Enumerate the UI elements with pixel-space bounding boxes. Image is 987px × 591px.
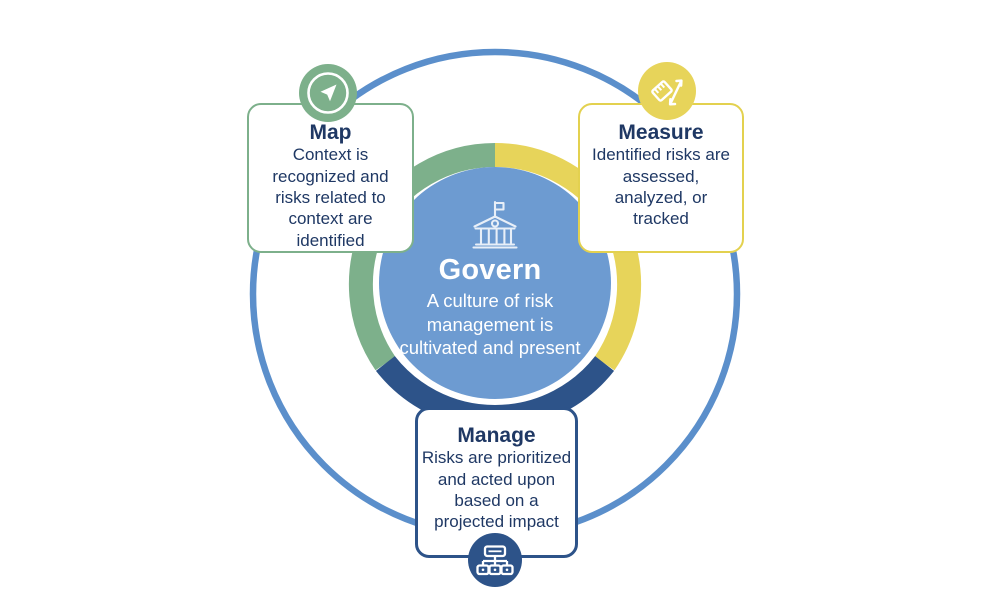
org-chart-hierarchy-icon[interactable] (468, 533, 522, 587)
navigation-compass-icon[interactable] (299, 64, 357, 122)
node-card-measure[interactable]: Measure Identified risks are assessed, a… (578, 103, 744, 253)
node-card-manage[interactable]: Manage Risks are prioritized and acted u… (415, 407, 578, 558)
node-card-map[interactable]: Map Context is recognized and risks rela… (247, 103, 414, 253)
node-description-measure: Identified risks are assessed, analyzed,… (592, 145, 730, 229)
node-description-map: Context is recognized and risks related … (272, 145, 389, 250)
ruler-arrow-icon[interactable] (638, 62, 696, 120)
node-title-map: Map (309, 121, 352, 144)
node-title-manage: Manage (457, 424, 536, 447)
node-title-measure: Measure (618, 121, 704, 144)
government-building-icon (467, 199, 523, 251)
node-description-manage: Risks are prioritized and acted upon bas… (421, 448, 572, 532)
govern-disc (379, 167, 611, 399)
